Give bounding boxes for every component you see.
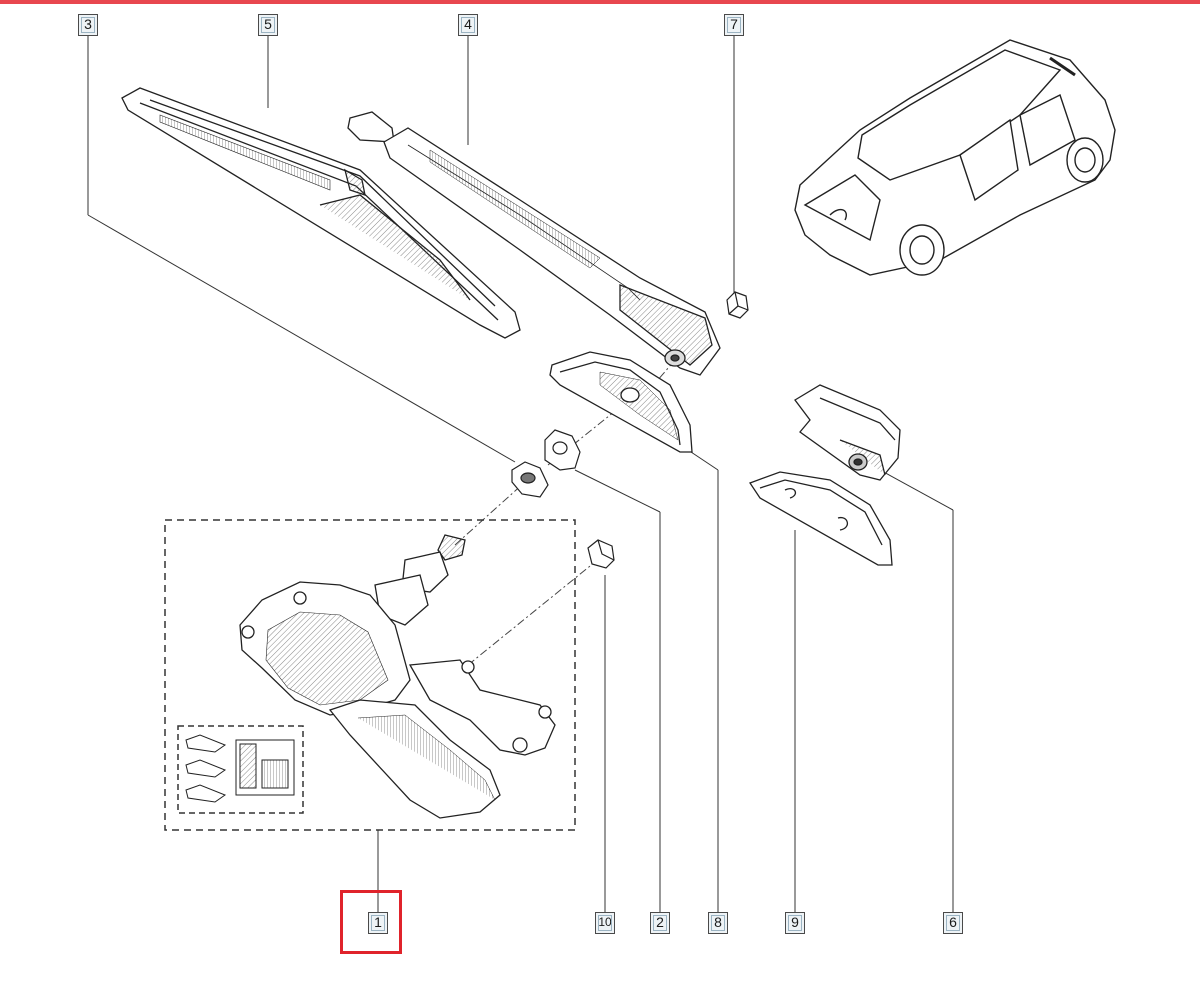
wiper-blade-part	[121, 87, 521, 339]
callout-9[interactable]: 9	[785, 912, 805, 934]
callout-7[interactable]: 7	[724, 14, 744, 36]
nut-part-7	[726, 291, 749, 319]
cover-plate-part-8	[549, 351, 693, 453]
gasket-part-9	[749, 471, 893, 566]
callout-5[interactable]: 5	[258, 14, 278, 36]
car-illustration	[794, 39, 1116, 276]
cap-part-6	[794, 384, 901, 481]
callout-8[interactable]: 8	[708, 912, 728, 934]
callout-3[interactable]: 3	[78, 14, 98, 36]
wiper-motor-part-1	[239, 534, 556, 819]
callout-6[interactable]: 6	[943, 912, 963, 934]
selected-part-highlight	[340, 890, 402, 954]
top-accent-bar	[0, 0, 1200, 4]
wiper-arm-part	[347, 111, 721, 376]
connector-kit	[185, 734, 295, 803]
callout-10[interactable]: 10	[595, 912, 615, 934]
callout-1[interactable]: 1	[368, 912, 388, 934]
nut-washer-part-2	[511, 429, 581, 498]
nut-part-10	[587, 539, 615, 569]
callout-4[interactable]: 4	[458, 14, 478, 36]
callout-2[interactable]: 2	[650, 912, 670, 934]
